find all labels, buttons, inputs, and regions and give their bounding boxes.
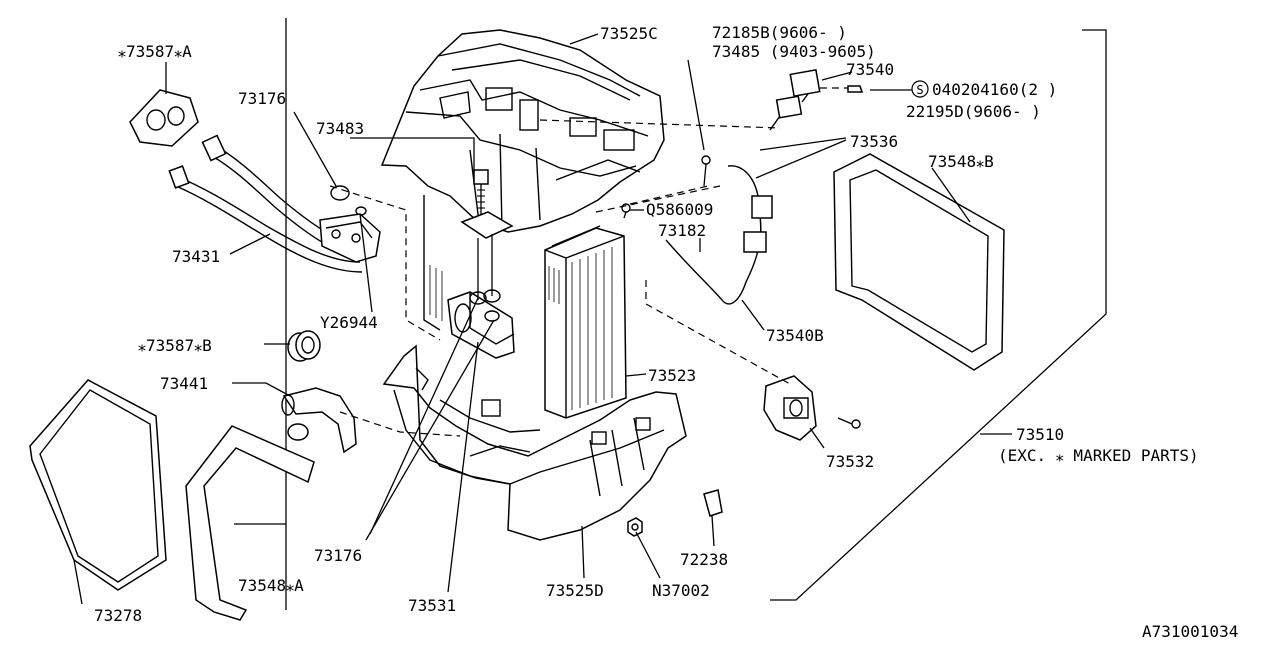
drain-hose-73441 [281, 387, 357, 454]
callout-73548-b: 73548⁎B [928, 152, 994, 171]
lower-case-73525d [382, 344, 687, 541]
callout-y26944: Y26944 [320, 313, 378, 332]
callout-73536: 73536 [850, 132, 898, 151]
callout-73532: 73532 [826, 452, 874, 471]
dashed-leaders [329, 87, 848, 437]
callout-040204160: 040204160(2 ) [932, 80, 1057, 99]
grommet-a [129, 89, 199, 147]
callout-73548-a: 73548⁎A [238, 576, 304, 595]
callout-72185b: 72185B(9606- ) [712, 23, 847, 42]
heater-core [544, 225, 627, 419]
callout-73278: 73278 [94, 606, 142, 625]
callout-73176-upper: 73176 [238, 89, 286, 108]
reference-frame [285, 18, 1107, 610]
screws [621, 155, 861, 429]
figure-id: A731001034 [1142, 622, 1238, 640]
clip-72238 [703, 489, 723, 517]
callout-73485: 73485 (9403-9605) [712, 42, 876, 61]
grommet-b [287, 330, 321, 362]
callout-73531: 73531 [408, 596, 456, 615]
callout-73483: 73483 [316, 119, 364, 138]
callout-73510-note: (EXC. ⁎ MARKED PARTS) [998, 446, 1199, 465]
callout-73182: 73182 [658, 221, 706, 240]
callout-73523: 73523 [648, 366, 696, 385]
callout-73540b: 73540B [766, 326, 824, 345]
callout-73587-a: ⁎73587⁎A [118, 42, 192, 61]
callout-73525d: 73525D [546, 581, 604, 600]
callout-q586009: Q586009 [646, 200, 713, 219]
callout-n37002: N37002 [652, 581, 710, 600]
callout-73441: 73441 [160, 374, 208, 393]
o-rings [330, 185, 501, 322]
leader-lines [73, 33, 971, 605]
callout-73540: 73540 [846, 60, 894, 79]
seal-73548b [833, 153, 1005, 371]
seal-73278 [29, 379, 167, 591]
upper-case-73525c [380, 29, 665, 233]
callout-73510: 73510 [1016, 425, 1064, 444]
resistor-73532 [763, 375, 817, 441]
spring-washer-symbol: S [911, 80, 929, 98]
callout-73587-b: ⁎73587⁎B [138, 336, 212, 355]
expansion-valve [447, 211, 515, 359]
seal-73548a [185, 425, 315, 621]
callout-72238: 72238 [680, 550, 728, 569]
callout-73525c: 73525C [600, 24, 658, 43]
bolt-73483 [473, 169, 489, 214]
nut-n37002 [627, 517, 643, 537]
callout-22195d: 22195D(9606- ) [906, 102, 1041, 121]
callout-73176-lower: 73176 [314, 546, 362, 565]
svg-text:S: S [916, 83, 923, 97]
callout-73431: 73431 [172, 247, 220, 266]
callout-labels: ⁎73587⁎A 73176 73483 73431 Y26944 ⁎73587… [94, 23, 1238, 641]
evaporator-core [423, 195, 443, 331]
harness-73540 [665, 69, 864, 305]
